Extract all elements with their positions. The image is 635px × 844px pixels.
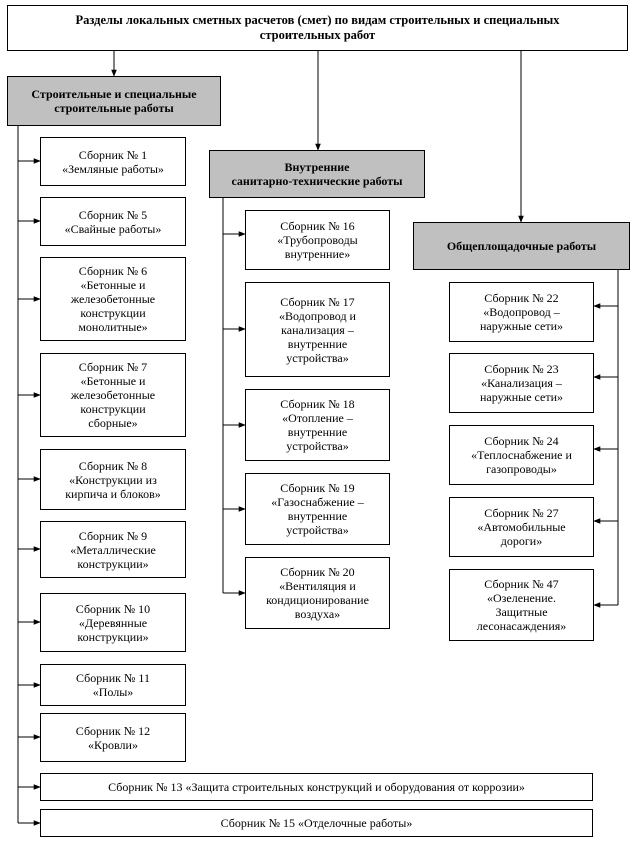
collection-line: Сборник № 22 [484, 291, 559, 305]
collection-line: внутренние [287, 336, 348, 351]
collection-box-13: Сборник № 13 «Защита строительных констр… [40, 773, 593, 801]
collection-line: «Трубопроводы [277, 233, 358, 247]
collection-line: газопроводы» [486, 462, 557, 476]
collection-line: Сборник № 24 [484, 434, 559, 448]
collection-line: «Деревянные [78, 615, 148, 630]
collection-box-15: Сборник № 15 «Отделочные работы» [40, 809, 593, 837]
collection-box-47: Сборник № 47 «Озеленение. Защитные лесон… [449, 569, 594, 641]
collection-box-7: Сборник № 7 «Бетонные и железобетонные к… [40, 353, 186, 437]
collection-line: Сборник № 1 [78, 147, 148, 162]
collection-box-18: Сборник № 18 «Отопление – внутренние уст… [245, 389, 390, 461]
collection-box-22: Сборник № 22 «Водопровод – наружные сети… [449, 282, 594, 342]
collection-line: конструкции» [77, 629, 149, 644]
collection-box-11: Сборник № 11 «Полы» [40, 664, 186, 706]
collection-box-23: Сборник № 23 «Канализация – наружные сет… [449, 353, 594, 413]
title-line: строительных работ [259, 28, 376, 42]
collection-line: Сборник № 11 [76, 671, 150, 685]
collection-line: «Кровли» [88, 737, 138, 752]
category-site-works: Общеплощадочные работы [413, 222, 630, 270]
collection-line: Сборник № 18 [280, 397, 355, 411]
collection-box-16: Сборник № 16 «Трубопроводы внутренние» [245, 210, 390, 270]
collection-box-5: Сборник № 5 «Свайные работы» [40, 197, 186, 246]
collection-box-12: Сборник № 12 «Кровли» [40, 713, 186, 762]
collection-line: «Полы» [92, 685, 134, 699]
category-construction-works: Строительные и специальные строительные … [7, 76, 221, 126]
collection-line: Сборник № 17 [280, 294, 355, 309]
collection-line: «Озеленение. [487, 591, 556, 605]
category-label: строительные работы [54, 101, 174, 115]
category-label: Строительные и специальные [31, 87, 197, 101]
collection-line: Сборник № 13 «Защита строительных констр… [108, 780, 525, 794]
collection-box-1: Сборник № 1 «Земляные работы» [40, 137, 186, 186]
collection-box-9: Сборник № 9 «Металлические конструкции» [40, 521, 186, 578]
collection-box-10: Сборник № 10 «Деревянные конструкции» [40, 593, 186, 652]
collection-line: наружные сети» [480, 390, 563, 404]
collection-box-6: Сборник № 6 «Бетонные и железобетонные к… [40, 257, 186, 341]
collection-line: внутренние» [284, 247, 351, 261]
collection-line: канализация – [281, 322, 354, 337]
collection-line: кондиционирование [266, 593, 369, 607]
collection-line: воздуха» [294, 607, 341, 621]
collection-line: внутренние [287, 425, 348, 439]
collection-line: устройства» [286, 523, 349, 537]
collection-line: Сборник № 5 [78, 207, 148, 222]
collection-line: «Конструкции из [69, 472, 157, 487]
collection-box-24: Сборник № 24 «Теплоснабжение и газопрово… [449, 425, 594, 485]
collection-line: «Теплоснабжение и [471, 448, 572, 462]
collection-line: «Вентиляция и [279, 579, 356, 593]
collection-line: «Бетонные и [80, 374, 146, 388]
collection-box-20: Сборник № 20 «Вентиляция и кондициониров… [245, 557, 390, 629]
collection-line: дороги» [500, 534, 543, 548]
collection-line: Сборник № 16 [280, 219, 355, 233]
category-label: санитарно-технические работы [231, 174, 403, 188]
collection-line: Сборник № 47 [484, 577, 559, 591]
collection-box-8: Сборник № 8 «Конструкции из кирпича и бл… [40, 449, 186, 510]
collection-line: Защитные [495, 605, 548, 619]
collection-line: конструкции [80, 402, 146, 416]
collection-line: «Свайные работы» [64, 221, 162, 236]
collection-line: устройства» [286, 350, 349, 365]
collection-line: наружные сети» [480, 319, 563, 333]
diagram-title-box: Разделы локальных сметных расчетов (смет… [7, 5, 628, 51]
collection-box-19: Сборник № 19 «Газоснабжение – внутренние… [245, 473, 390, 545]
collection-line: сборные» [88, 416, 138, 430]
collection-line: «Отопление – [282, 411, 353, 425]
collection-line: железобетонные [70, 388, 156, 402]
collection-line: «Автомобильные [477, 520, 566, 534]
collection-line: конструкции» [77, 556, 149, 571]
collection-line: устройства» [286, 439, 349, 453]
collection-line: Сборник № 19 [280, 481, 355, 495]
collection-line: лесонасаждения» [476, 619, 567, 633]
collection-line: «Земляные работы» [62, 161, 164, 176]
collection-line: Сборник № 23 [484, 362, 559, 376]
collection-line: Сборник № 10 [75, 601, 151, 616]
category-label: Общеплощадочные работы [446, 239, 597, 253]
collection-line: внутренние [287, 509, 348, 523]
collection-line: железобетонные [70, 292, 156, 306]
collection-line: Сборник № 12 [75, 723, 151, 738]
collection-line: Сборник № 8 [78, 458, 148, 473]
collection-line: «Металлические [70, 542, 156, 557]
collection-line: Сборник № 20 [280, 565, 355, 579]
collection-line: конструкции [80, 306, 146, 320]
collection-line: «Бетонные и [80, 278, 146, 292]
collection-box-17: Сборник № 17 «Водопровод и канализация –… [245, 282, 390, 377]
collection-line: кирпича и блоков» [65, 486, 161, 501]
collection-line: «Газоснабжение – [271, 495, 364, 509]
collection-line: Сборник № 27 [484, 506, 559, 520]
collection-line: Сборник № 9 [78, 528, 148, 543]
collection-line: Сборник № 6 [78, 264, 148, 278]
category-label: Внутренние [284, 160, 350, 174]
collection-line: «Водопровод и [279, 308, 356, 323]
collection-box-27: Сборник № 27 «Автомобильные дороги» [449, 497, 594, 557]
category-internal-sanitary: Внутренние санитарно-технические работы [209, 150, 425, 198]
collection-line: монолитные» [78, 320, 148, 334]
collection-line: Сборник № 7 [78, 360, 148, 374]
collection-line: «Канализация – [481, 376, 562, 390]
collection-line: «Водопровод – [483, 305, 560, 319]
title-line: Разделы локальных сметных расчетов (смет… [75, 13, 560, 27]
collection-line: Сборник № 15 «Отделочные работы» [220, 816, 413, 830]
